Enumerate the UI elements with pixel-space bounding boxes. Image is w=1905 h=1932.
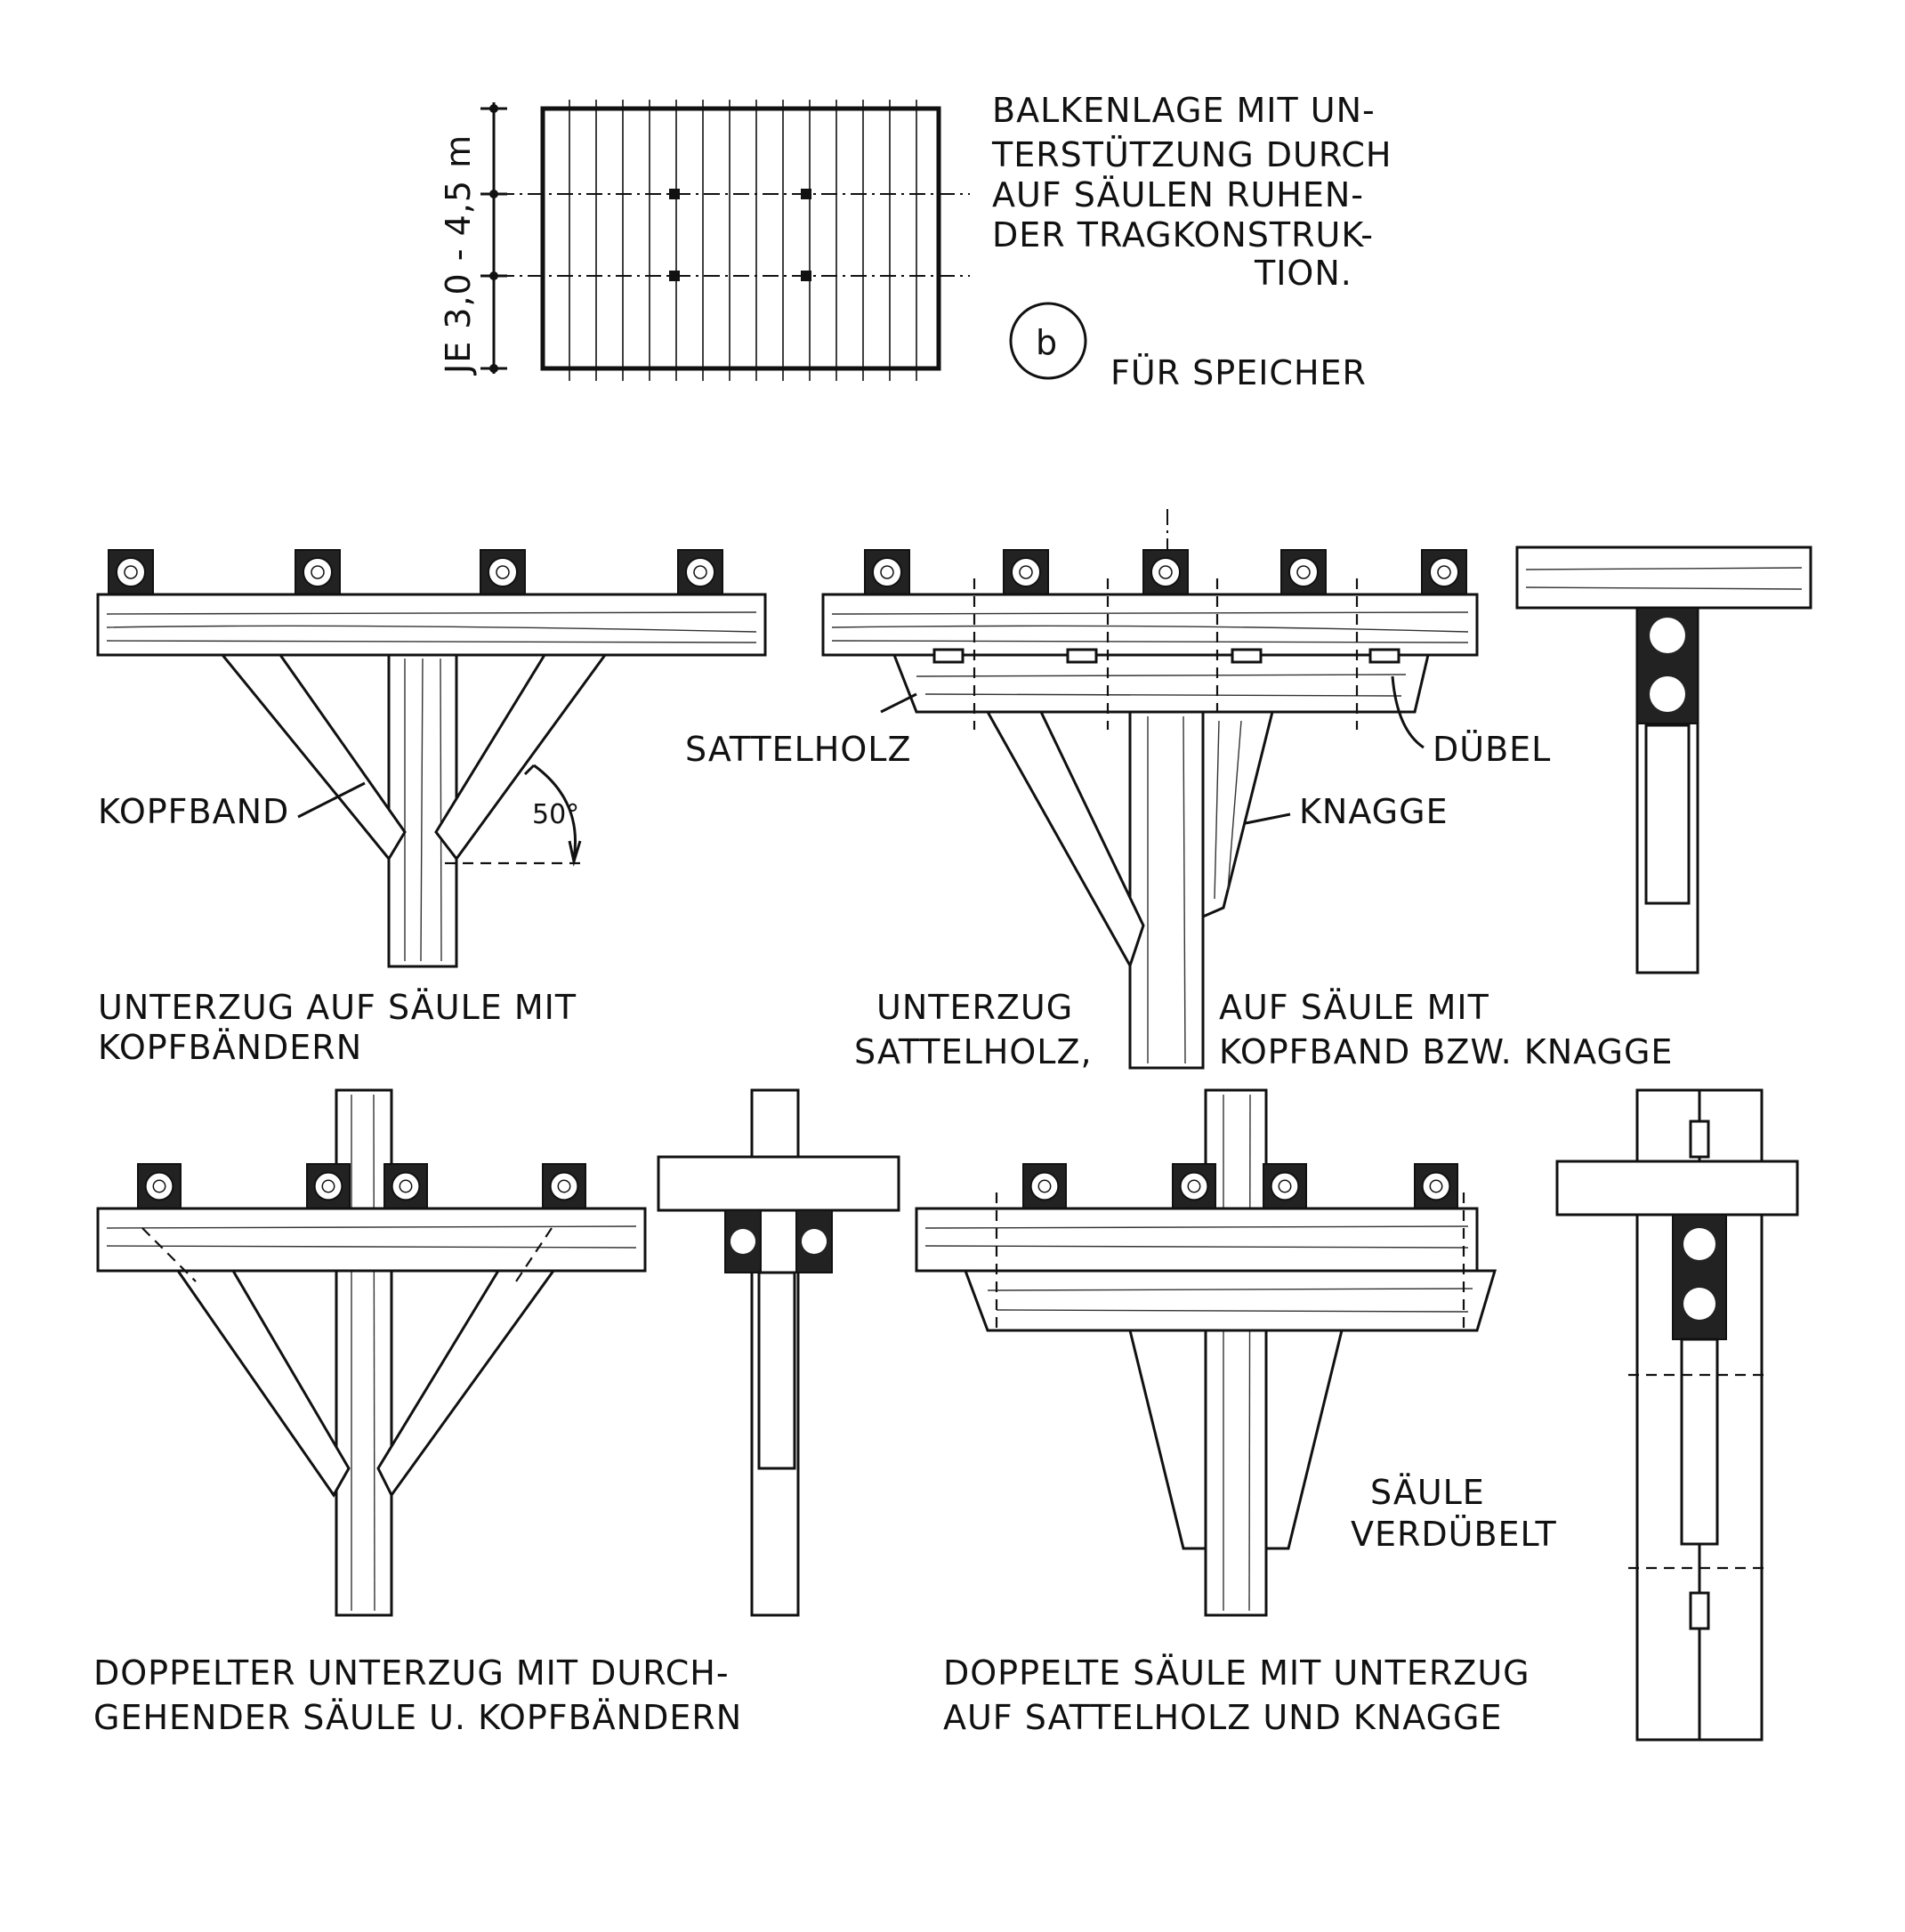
wood-grain-ring (549, 1171, 579, 1201)
label-sattelholz: SATTELHOLZ (685, 730, 912, 769)
caption-detail-1-line-1: UNTERZUG AUF SÄULE MIT (98, 988, 577, 1027)
wood-grain-ring (557, 1179, 571, 1193)
wood-grain-ring (1288, 557, 1319, 587)
wood-grain-ring (303, 557, 333, 587)
detail-double-column-with-saddle: SÄULE VERDÜBELT DOPPELTE SÄULE MIT UNTER… (915, 1088, 1799, 1742)
caption-detail-3-line-2: GEHENDER SÄULE U. KOPFBÄNDERN (93, 1698, 742, 1737)
wood-grain-ring (1019, 565, 1033, 579)
wood-grain-ring (872, 557, 902, 587)
badge-letter: b (1036, 323, 1058, 362)
caption-detail-2-right-line-2: KOPFBAND BZW. KNAGGE (1219, 1032, 1673, 1071)
plan-title-line-3: AUF SÄULEN RUHEN- (992, 175, 1364, 214)
column-marker (669, 271, 680, 281)
kopfband-right (434, 653, 608, 861)
wood-grain-ring (116, 557, 146, 587)
caption-detail-2-right-line-1: AUF SÄULE MIT (1219, 988, 1489, 1027)
caption-detail-1-line-2: KOPFBÄNDERN (98, 1028, 362, 1067)
wood-grain-ring (1421, 1171, 1451, 1201)
column (1128, 710, 1205, 1070)
kopfband-left (175, 1269, 351, 1498)
wood-grain-ring (311, 565, 325, 579)
kopfband (985, 710, 1145, 969)
column-marker (669, 189, 680, 199)
wood-grain-ring (321, 1179, 335, 1193)
wood-grain-ring (399, 1179, 413, 1193)
wood-grain-ring (152, 1179, 166, 1193)
detail-girder-on-column-with-braces: KOPFBAND 50° UNTERZUG AUF SÄULE MIT KOPF… (96, 549, 767, 1067)
wood-grain-ring (1429, 557, 1459, 587)
caption-detail-4-line-2: AUF SATTELHOLZ UND KNAGGE (943, 1698, 1502, 1737)
wood-grain-ring (144, 1171, 174, 1201)
wood-grain-ring (1029, 1171, 1060, 1201)
wood-grain-ring (313, 1171, 343, 1201)
label-kopfband: KOPFBAND (98, 792, 289, 831)
wood-grain-ring (880, 565, 894, 579)
wood-grain-ring (488, 557, 518, 587)
dowel (1368, 648, 1400, 664)
knagge (1201, 710, 1274, 919)
label-duebel: DÜBEL (1433, 730, 1551, 769)
girder (96, 593, 767, 657)
side-view-plank (1515, 546, 1812, 610)
wood-grain-ring (1278, 1179, 1292, 1193)
detail-girder-on-saddle: SATTELHOLZ DÜBEL KNAGGE UNTERZUG SATTELH… (685, 509, 1812, 1071)
plan-title-line-4: DER TRAGKONSTRUK- (992, 215, 1374, 255)
side-view-plank (1555, 1160, 1799, 1217)
dimension-label: JE 3,0 - 4,5 m (439, 134, 478, 376)
dowel (1066, 648, 1098, 664)
wood-grain-ring (1179, 1171, 1209, 1201)
side-view-plank (657, 1155, 900, 1212)
knagge-right (1264, 1329, 1344, 1550)
wood-grain-ring (1150, 557, 1181, 587)
label-saeule-line-2: VERDÜBELT (1351, 1515, 1557, 1554)
wood-grain-ring (124, 565, 138, 579)
plan-title-line-1: BALKENLAGE MIT UN- (992, 91, 1376, 130)
floor-plan: JE 3,0 - 4,5 m BALKENLAGE MIT UN- TERSTÜ… (439, 91, 1392, 392)
label-angle: 50° (532, 799, 579, 830)
wood-grain-ring (1158, 565, 1173, 579)
girder (915, 1207, 1479, 1273)
caption-detail-2-left-line-2: SATTELHOLZ, (854, 1032, 1093, 1071)
detail-double-girder-through-column: DOPPELTER UNTERZUG MIT DURCH- GEHENDER S… (93, 1088, 900, 1737)
girder (821, 593, 1479, 657)
plan-title-line-2: TERSTÜTZUNG DURCH (991, 135, 1392, 174)
wood-grain-ring (1429, 1179, 1443, 1193)
label-knagge: KNAGGE (1299, 792, 1449, 831)
knagge-left (1128, 1329, 1207, 1550)
column-marker (801, 271, 811, 281)
wood-grain-ring (1187, 1179, 1201, 1193)
wood-grain-ring (1011, 557, 1041, 587)
wood-grain-ring (1270, 1171, 1300, 1201)
sattelholz (963, 1269, 1497, 1332)
dowel (932, 648, 965, 664)
column-marker (801, 189, 811, 199)
wood-grain-ring (693, 565, 707, 579)
wood-grain-ring (685, 557, 715, 587)
double-girder (96, 1207, 647, 1273)
wood-grain-ring (391, 1171, 421, 1201)
plan-outline (540, 106, 941, 371)
badge-caption: FÜR SPEICHER (1110, 353, 1367, 392)
kopfband-left (219, 653, 407, 861)
badge-circle (1009, 302, 1087, 380)
label-saeule-line-1: SÄULE (1370, 1473, 1485, 1512)
wood-grain-ring (1437, 565, 1451, 579)
caption-detail-3-line-1: DOPPELTER UNTERZUG MIT DURCH- (93, 1653, 730, 1693)
caption-detail-4-line-1: DOPPELTE SÄULE MIT UNTERZUG (943, 1653, 1530, 1693)
dowel (1231, 648, 1263, 664)
wood-grain-ring (496, 565, 510, 579)
plan-joists (569, 100, 917, 381)
plan-title-line-5: TION. (1254, 254, 1352, 293)
kopfband-right (376, 1269, 556, 1498)
wood-grain-ring (1296, 565, 1311, 579)
caption-detail-2-left-line-1: UNTERZUG (876, 988, 1073, 1027)
wood-grain-ring (1037, 1179, 1052, 1193)
